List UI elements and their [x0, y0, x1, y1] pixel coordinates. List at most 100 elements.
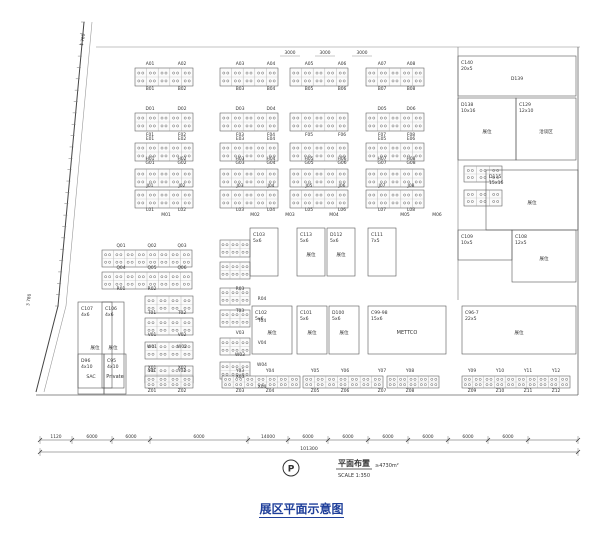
booth-label: F02 — [178, 132, 186, 138]
booth-label: Q04 — [116, 265, 125, 271]
large-booth-area — [328, 305, 360, 355]
booth-area-code: D138 — [461, 102, 473, 108]
booth-label: F01 — [146, 132, 154, 138]
booth-area-name: 展位 — [90, 344, 100, 351]
top-dimension: 3000 — [285, 50, 296, 56]
booth-area-code: C109 — [461, 234, 473, 240]
booth-area-size: 4x6 — [105, 312, 114, 318]
booth-area-name: 展位 — [336, 251, 346, 258]
booth-area-name: Private — [106, 374, 123, 380]
booth-label: R02 — [148, 286, 157, 292]
booth-label: M02 — [250, 212, 260, 218]
bottom-dimension: 1120 — [50, 434, 61, 440]
top-dimension: 3000 — [357, 50, 368, 56]
large-booth-areas: C14020x5D139D13810x16展位C12912x10洽谈区D1151… — [77, 55, 579, 395]
booth-label: L07 — [378, 207, 386, 213]
booth-label: J07 — [378, 183, 386, 189]
booth-label: Z12 — [552, 388, 561, 394]
booth-area-code: C111 — [371, 232, 383, 238]
booth-label: M05 — [400, 212, 410, 218]
west-wall-inner — [43, 21, 93, 393]
booth-label: Y04 — [265, 368, 274, 374]
booth-label: A01 — [146, 61, 155, 67]
booth-label: Z05 — [311, 388, 320, 394]
booth-label: H05 — [305, 156, 314, 162]
booth-label: L01 — [146, 207, 154, 213]
booth-label: H08 — [407, 156, 416, 162]
booth-label: M01 — [161, 212, 171, 218]
booth-label: W02 — [177, 344, 187, 350]
booth-label: B06 — [338, 86, 347, 92]
booth-label: Q05 — [147, 265, 156, 271]
booth-label: Q06 — [177, 265, 186, 271]
booth-label: L06 — [338, 207, 346, 213]
large-booth-area — [103, 353, 127, 395]
plan-scale: SCALE 1:350 — [338, 473, 370, 479]
booth-label: A02 — [178, 61, 187, 67]
booth-label: E05 — [378, 136, 387, 142]
booth-label: D02 — [178, 106, 187, 112]
top-dimension: 3000 — [320, 50, 331, 56]
side-dimension: 3 780 — [25, 293, 33, 306]
booth-label: G06 — [338, 160, 347, 166]
booth-label: X01 — [148, 365, 157, 371]
booth-label: E02 — [178, 136, 187, 142]
booth-area-name: 洽谈区 — [539, 128, 553, 135]
booth-label: B08 — [407, 86, 416, 92]
large-booth-area — [515, 97, 577, 161]
booth-label: G01 — [146, 160, 155, 166]
figure-caption: 展区平面示意图 — [0, 500, 603, 518]
large-booth-area — [326, 227, 356, 277]
booth-label: D01 — [146, 106, 155, 112]
booth-label: A04 — [267, 61, 276, 67]
booth-label: G02 — [178, 160, 187, 166]
booth-label: Q02 — [147, 243, 156, 249]
booth-label: Q01 — [116, 243, 125, 249]
plan-area: ≥4730m² — [375, 463, 399, 469]
booth-label: Y10 — [495, 368, 504, 374]
booth-area-size: 15x16 — [489, 180, 503, 186]
booth-label: X04 — [258, 384, 267, 390]
total-dimension: 101300 — [300, 446, 318, 452]
booth-label: F08 — [407, 132, 415, 138]
booth-area-size: 15x6 — [371, 316, 383, 322]
booth-label: A08 — [407, 61, 416, 67]
booth-label: Q03 — [177, 243, 186, 249]
booth-label: D04 — [267, 106, 276, 112]
booth-label: J03 — [236, 183, 244, 189]
booth-area-size: 12x10 — [519, 108, 533, 114]
booth-area-size: 5x6 — [332, 316, 341, 322]
booth-label: B04 — [267, 86, 276, 92]
booth-area-code: C107 — [81, 306, 93, 312]
booth-label: V03 — [236, 330, 245, 336]
booth-label: Y02 — [177, 368, 186, 374]
figure-caption-text: 展区平面示意图 — [259, 502, 344, 518]
booth-area-size: 4x6 — [81, 312, 90, 318]
booth-label: E01 — [146, 136, 155, 142]
booth-label: J08 — [407, 183, 415, 189]
booth-label: F05 — [305, 132, 313, 138]
booth-area-code: C102 — [255, 310, 267, 316]
bottom-dimension: 6000 — [422, 434, 433, 440]
booth-label: G07 — [378, 160, 387, 166]
booth-area-name: 展位 — [539, 255, 549, 262]
title-block: P 平面布置 SCALE 1:350 ≥4730m² — [282, 458, 399, 479]
booth-label: G03 — [236, 160, 245, 166]
booth-label: G05 — [305, 160, 314, 166]
booth-label: F04 — [267, 132, 275, 138]
booth-label: Z01 — [148, 388, 157, 394]
booth-label: R03 — [236, 286, 245, 292]
booth-area-code: C113 — [300, 232, 312, 238]
booth-label: F03 — [236, 132, 244, 138]
booth-label: E06 — [407, 136, 416, 142]
booth-label: X03 — [236, 374, 245, 380]
booth-area-name: 展位 — [527, 199, 537, 206]
booth-label: H01 — [146, 156, 155, 162]
bottom-dimension: 6000 — [462, 434, 473, 440]
booth-area-size: 10x5 — [461, 240, 473, 246]
booth-area-name: 展位 — [482, 128, 492, 135]
booth-label: J04 — [267, 183, 275, 189]
booth-label: M06 — [432, 212, 442, 218]
